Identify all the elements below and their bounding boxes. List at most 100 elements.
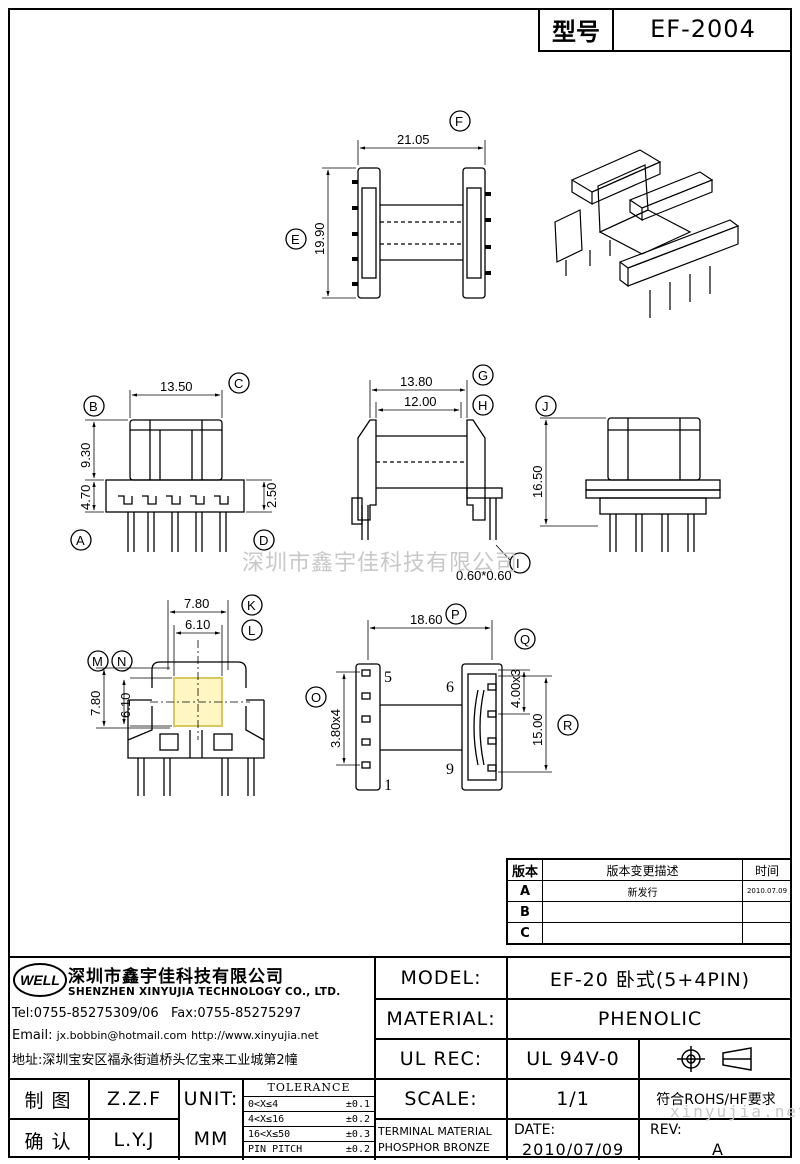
company-name-en: SHENZHEN XINYUJIA TECHNOLOGY CO., LTD. [68,986,341,998]
dim-D-value: 2.50 [264,483,279,508]
rev-row-version: A [506,880,543,902]
drawn-label: 制 图 [8,1078,88,1118]
company-panel: WELL 深圳市鑫宇佳科技有限公司 SHENZHEN XINYUJIA TECH… [8,958,374,1070]
rev-label: REV: [650,1122,682,1138]
scale-label: SCALE: [374,1078,506,1118]
rev-row-version: C [506,922,543,945]
tolerance-row: 16<X≤50±0.3 [244,1126,374,1142]
drawn-value: Z.Z.F [88,1078,178,1118]
dim-P-value: 18.60 [410,612,443,627]
company-fax: Fax:0755-85275297 [171,1006,302,1021]
dim-Q-value: 4.00x3 [508,669,523,708]
dim-H-letter: H [478,398,487,413]
rev-header-version: 版本 [506,858,543,881]
front-view [70,372,275,552]
part-number-label: 型号 [540,8,614,50]
part-number-box: 型号 EF-2004 [538,8,792,52]
bottom-view [305,603,579,791]
pin-9-label: 9 [446,761,454,778]
dim-L-letter: L [248,623,255,638]
scale-value: 1/1 [506,1078,638,1118]
terminal-material: TERMINAL MATERIAL PHOSPHOR BRONZE [374,1118,506,1160]
dim-A-value: 4.70 [78,485,93,510]
end-view [87,594,265,796]
tol-range: 0<X≤4 [244,1097,330,1112]
tolerance-title: TOLERANCE [244,1080,374,1097]
dim-K-value: 7.80 [184,596,209,611]
tol-value: ±0.2 [345,1143,370,1155]
dim-B-letter: B [89,399,98,414]
dim-H-value: 12.00 [404,394,437,409]
pin-6-label: 6 [446,679,454,696]
tol-value: ±0.3 [329,1126,374,1142]
date-label: DATE: [514,1122,556,1138]
company-address: 地址:深圳宝安区福永街道桥头亿宝来工业城第2幢 [12,1053,298,1068]
dim-J-letter: J [542,399,549,414]
dim-I-value: 0.60*0.60 [456,568,512,583]
date-value: 2010/07/09 [522,1140,625,1159]
third-angle-projection-icon [677,1046,752,1072]
technical-drawing: 21.05 F 19.90 E [70,110,740,796]
revision-table: 版本 版本变更描述 时间 A 新发行 2010.07.09 B C [506,858,792,945]
tol-range: PIN PITCH [248,1143,303,1155]
terminal-material-line2: PHOSPHOR BRONZE [378,1141,490,1154]
rev-row-date [742,901,792,923]
rev-cell: REV: A [638,1118,792,1160]
dim-E-value: 19.90 [312,222,327,255]
tolerance-table: 0<X≤4±0.1 4<X≤16±0.2 16<X≤50±0.3 PIN PIT… [244,1097,374,1156]
dim-O-letter: O [311,690,321,705]
projection-symbol [638,1038,792,1078]
dim-Q-letter: Q [520,632,530,647]
tol-range: 4<X≤16 [244,1111,330,1127]
dim-R-letter: R [563,718,572,733]
rev-row-date: 2010.07.09 [742,880,792,902]
rev-row-desc [542,922,743,945]
company-email: jx.bobbin@hotmail.com [56,1029,187,1042]
company-contact: Tel:0755-85275309/06 Fax:0755-85275297 [12,1006,301,1021]
title-block: WELL 深圳市鑫宇佳科技有限公司 SHENZHEN XINYUJIA TECH… [8,956,792,1160]
dim-F-letter: F [455,114,463,129]
rev-row-date [742,922,792,945]
dim-C-value: 13.50 [160,379,193,394]
top-view [285,110,491,299]
part-number-value: EF-2004 [650,15,756,43]
checked-label: 确 认 [8,1118,88,1160]
rev-value: A [712,1140,723,1159]
tolerance-row: 4<X≤16±0.2 [244,1111,374,1127]
dim-C-letter: C [234,376,243,391]
material-label: MATERIAL: [374,998,506,1038]
rev-header-date: 时间 [742,858,792,881]
tolerance-row: 0<X≤4±0.1 [244,1097,374,1112]
rev-row-desc: 新发行 [542,880,743,902]
tol-range: 16<X≤50 [244,1126,330,1142]
company-email-label: Email: [12,1028,53,1043]
watermark-site: xinyujia.net [670,1102,800,1121]
company-web: http://www.xinyujia.net [191,1029,319,1042]
drawing-frame [8,8,792,1158]
dim-F-value: 21.05 [397,132,430,147]
watermark-company: 深圳市鑫宇佳科技有限公司 [242,551,519,576]
dim-M-value: 7.80 [88,691,103,716]
dim-G-value: 13.80 [400,374,433,389]
side-view [351,364,531,574]
terminal-material-line1: TERMINAL MATERIAL [378,1125,492,1138]
rohs-note: 符合ROHS/HF要求 [638,1078,792,1118]
dim-I-letter: I [516,556,520,571]
dim-R-value: 15.00 [530,713,545,746]
dim-D-letter: D [259,533,268,548]
ulrec-value: UL 94V-0 [506,1038,638,1078]
model-value: EF-20 卧式(5+4PIN) [506,958,792,998]
pin-5-label: 5 [384,669,392,686]
dim-N-value: 6.10 [118,693,133,718]
unit-label: UNIT: [178,1078,242,1118]
tol-value: ±0.1 [329,1097,374,1112]
material-value: PHENOLIC [506,998,792,1038]
pin-1-label: 1 [384,777,392,794]
dim-P-letter: P [451,607,460,622]
tol-value: ±0.2 [329,1111,374,1127]
date-cell: DATE: 2010/07/09 [506,1118,638,1160]
dim-N-letter: N [117,654,126,669]
unit-value: MM [178,1118,242,1160]
dim-B-value: 9.30 [78,443,93,468]
checked-value: L.Y.J [88,1118,178,1160]
